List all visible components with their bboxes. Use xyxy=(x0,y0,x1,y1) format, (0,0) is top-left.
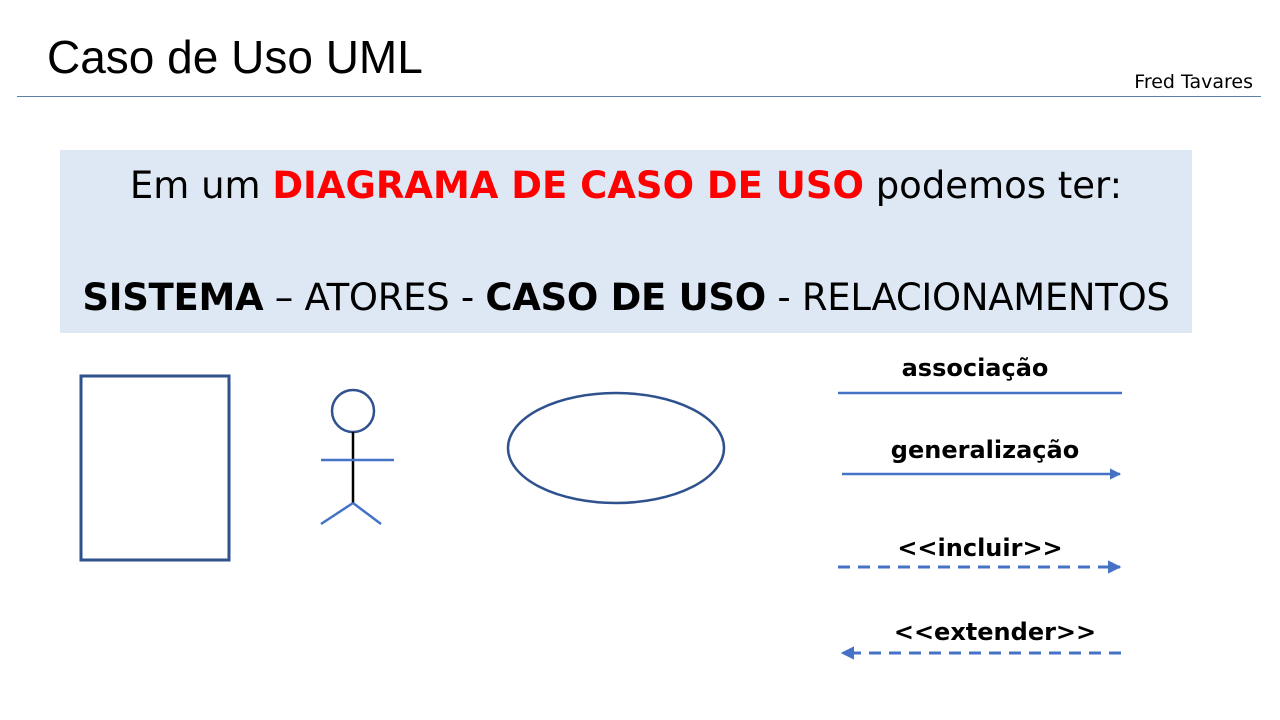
include-label: <<incluir>> xyxy=(897,534,1063,562)
separator: - xyxy=(449,276,486,319)
actor-left-leg xyxy=(320,501,354,526)
term-sistema: SISTEMA xyxy=(82,276,264,319)
banner-line-1: Em um DIAGRAMA DE CASO DE USO podemos te… xyxy=(60,164,1192,207)
association-label: associação xyxy=(901,354,1049,382)
title-divider xyxy=(17,96,1261,97)
intro-banner: Em um DIAGRAMA DE CASO DE USO podemos te… xyxy=(60,150,1192,333)
banner-suffix: podemos ter: xyxy=(863,164,1123,207)
author-name: Fred Tavares xyxy=(1134,71,1253,93)
actor-figure xyxy=(320,388,394,526)
system-boundary-shape xyxy=(79,374,231,562)
banner-highlight: DIAGRAMA DE CASO DE USO xyxy=(272,164,864,207)
use-case-ellipse xyxy=(506,391,726,505)
actor-head xyxy=(330,388,376,434)
generalization-label: generalização xyxy=(890,436,1080,464)
banner-prefix: Em um xyxy=(129,164,273,207)
extend-label: <<extender>> xyxy=(893,618,1097,646)
term-caso-de-uso: CASO DE USO xyxy=(485,276,766,319)
term-relacionamentos: RELACIONAMENTOS xyxy=(801,276,1170,319)
separator: - xyxy=(765,276,802,319)
slide-title: Caso de Uso UML xyxy=(47,31,423,83)
actor-right-leg xyxy=(352,502,382,525)
separator: – xyxy=(263,276,305,319)
term-atores: ATORES xyxy=(304,276,450,319)
banner-line-2: SISTEMA – ATORES - CASO DE USO - RELACIO… xyxy=(60,276,1192,319)
